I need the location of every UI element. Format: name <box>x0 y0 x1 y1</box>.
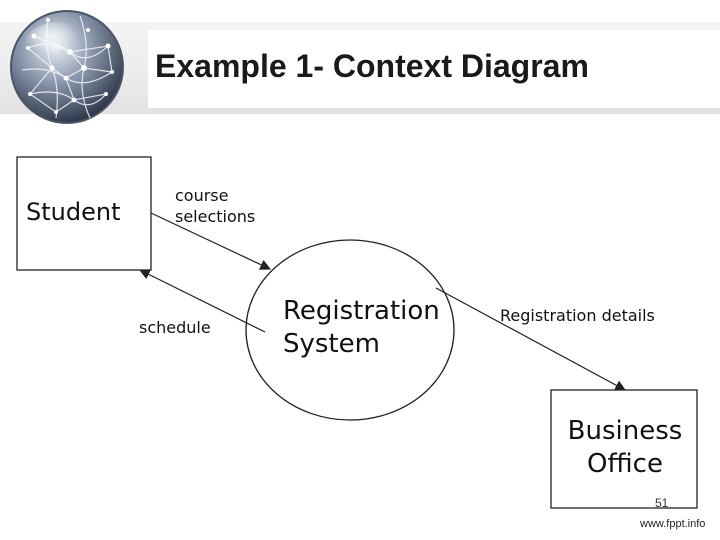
business-office-label-line1: Business <box>567 416 683 446</box>
registration-system-label-line1: Registration <box>283 296 440 326</box>
schedule-label: schedule <box>139 318 211 337</box>
registration-details-arrow <box>435 287 626 391</box>
course-selections-label: course selections <box>175 186 255 228</box>
course-selections-label-line2: selections <box>175 206 256 226</box>
business-office-label-line2: Office <box>587 449 663 480</box>
registration-system-label-line2: System <box>283 329 380 360</box>
registration-system-label: Registration System <box>283 295 440 362</box>
page-number: 51 <box>655 496 669 510</box>
student-label: Student <box>26 198 121 226</box>
title-panel <box>148 30 720 108</box>
footer-url: www.fppt.info <box>640 518 706 530</box>
registration-system-process <box>245 239 455 421</box>
globe-logo-icon <box>10 10 124 124</box>
course-selections-label-line1: course <box>175 186 229 205</box>
business-office-label: Business Office <box>556 415 694 482</box>
schedule-arrow <box>139 269 266 333</box>
slide-title: Example 1- Context Diagram <box>155 48 589 84</box>
registration-details-label: Registration details <box>500 306 655 325</box>
course-selections-arrow <box>150 212 271 270</box>
